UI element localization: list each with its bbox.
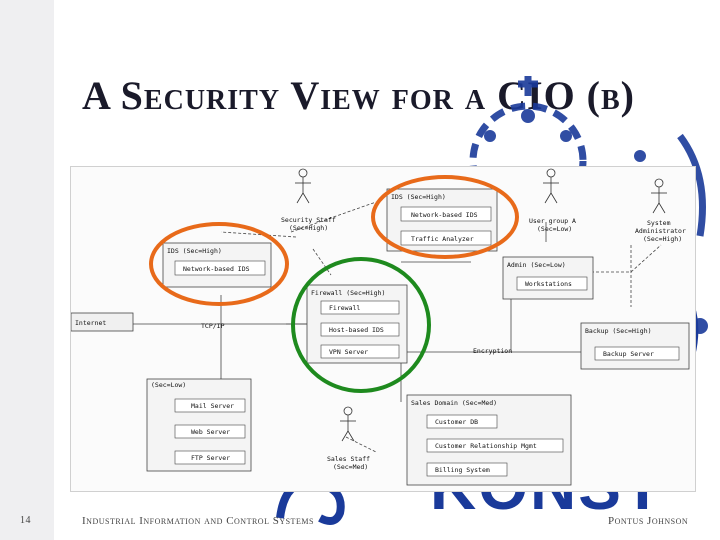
- node-ids-left-title: IDS (Sec=High): [167, 247, 222, 255]
- slide-sidebar: [0, 0, 54, 540]
- actor-sales-staff-sec: (Sec=Med): [333, 463, 368, 471]
- node-ids-top-title: IDS (Sec=High): [391, 193, 446, 201]
- node-sales-title: Sales Domain (Sec=Med): [411, 399, 497, 407]
- security-deployment-diagram: Security Staff (Sec=High) User group A (…: [70, 166, 696, 492]
- actor-user-group-label: User group A: [529, 217, 576, 225]
- actor-sysadmin-role: Administrator: [635, 227, 686, 235]
- edge-label-tcp: TCP/IP: [201, 322, 225, 330]
- page-number: 14: [20, 515, 31, 526]
- actor-sysadmin-label: System: [647, 219, 671, 227]
- component-backup-server: Backup Server: [603, 350, 654, 358]
- actor-sales-staff: [340, 407, 356, 441]
- node-dmz-title: (Sec=Low): [151, 381, 186, 389]
- component-vpn-server: VPN Server: [329, 348, 368, 356]
- component-network-ids-top: Network-based IDS: [411, 211, 478, 219]
- component-host-ids: Host-based IDS: [329, 326, 384, 334]
- actor-sysadmin: [651, 179, 667, 213]
- component-firewall: Firewall: [329, 304, 360, 312]
- component-network-ids-left: Network-based IDS: [183, 265, 250, 273]
- node-dmz: (Sec=Low) Mail Server Web Server FTP Ser…: [147, 379, 251, 471]
- component-crm: Customer Relationship Mgmt: [435, 442, 537, 450]
- actor-sysadmin-sec: (Sec=High): [643, 235, 682, 243]
- node-internet-title: Internet: [75, 319, 106, 327]
- footer-author: Pontus Johnson: [608, 515, 688, 527]
- component-mail-server: Mail Server: [191, 402, 234, 410]
- actor-security-staff: [295, 169, 311, 203]
- node-admin: Admin (Sec=Low) Workstations: [503, 257, 593, 299]
- footer-course: Industrial Information and Control Syste…: [82, 515, 314, 527]
- node-internet: Internet: [71, 313, 133, 331]
- actor-security-staff-sec: (Sec=High): [289, 224, 328, 232]
- actor-user-group-sec: (Sec=Low): [537, 225, 572, 233]
- node-admin-title: Admin (Sec=Low): [507, 261, 566, 269]
- component-web-server: Web Server: [191, 428, 230, 436]
- node-sales: Sales Domain (Sec=Med) Customer DB Custo…: [407, 395, 571, 485]
- component-billing: Billing System: [435, 466, 490, 474]
- actor-security-staff-label: Security Staff: [281, 216, 336, 224]
- edge-label-encryption: Encryption: [473, 347, 512, 355]
- component-customer-db: Customer DB: [435, 418, 478, 426]
- node-firewall-title: Firewall (Sec=High): [311, 289, 385, 297]
- actor-sales-staff-label: Sales Staff: [327, 455, 370, 463]
- actor-user-group: [543, 169, 559, 203]
- node-ids-left: IDS (Sec=High) Network-based IDS: [163, 243, 271, 287]
- component-traffic-analyzer: Traffic Analyzer: [411, 235, 474, 243]
- node-firewall: Firewall (Sec=High) Firewall Host-based …: [307, 285, 407, 363]
- node-ids-top: IDS (Sec=High) Network-based IDS Traffic…: [387, 189, 497, 251]
- node-backup-title: Backup (Sec=High): [585, 327, 652, 335]
- node-backup: Backup (Sec=High) Backup Server: [581, 323, 689, 369]
- component-workstations: Workstations: [525, 280, 572, 288]
- component-ftp-server: FTP Server: [191, 454, 230, 462]
